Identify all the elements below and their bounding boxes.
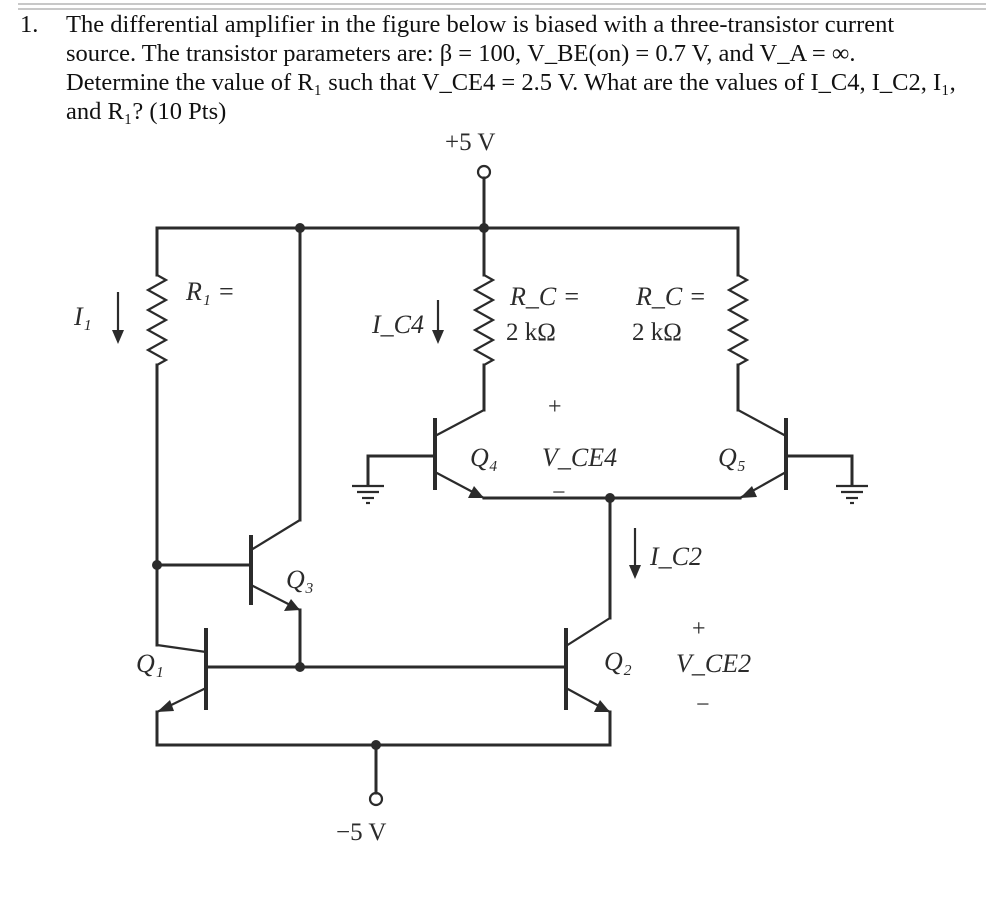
question-line-3-text: Determine the value of R₁ such that V_CE…	[66, 69, 956, 96]
ic2-arrow-icon	[629, 528, 641, 579]
q3-label: Q₃	[286, 565, 314, 594]
vce2-minus: −	[696, 692, 710, 718]
rc-right-value: 2 kΩ	[632, 319, 682, 346]
negative-supply-label: −5 V	[336, 819, 386, 846]
negative-supply	[368, 743, 384, 807]
r1-resistor	[145, 274, 169, 366]
question-text: The differential amplifier in the figure…	[66, 10, 966, 126]
rc-right-resistor	[726, 274, 750, 366]
q2-collector	[565, 617, 611, 647]
q1-label: Q₁	[136, 649, 164, 678]
q5-transistor	[737, 409, 788, 499]
q1-emitter-arrow-icon	[157, 700, 174, 712]
vce4-label: V_CE4	[542, 443, 617, 472]
junction-dot	[295, 662, 305, 672]
positive-supply-label: +5 V	[445, 129, 495, 156]
i1-label: I₁	[73, 302, 92, 331]
header-rule	[18, 8, 986, 10]
question-line-4-text: and R₁? (10 Pts)	[66, 98, 227, 125]
q4-ground-icon	[352, 454, 437, 505]
q1-collector	[156, 643, 207, 654]
ic2-label: I_C2	[649, 542, 702, 571]
rc-left-name: R_C =	[509, 282, 580, 311]
q5-collector	[737, 409, 787, 437]
negative-supply-terminal	[368, 791, 384, 807]
question-line-1: The differential amplifier in the figure…	[66, 10, 966, 39]
q5-ground-icon	[784, 454, 868, 505]
rc-left-resistor	[472, 274, 496, 366]
vce4-plus: +	[548, 394, 562, 420]
ic4-label: I_C4	[371, 310, 424, 339]
q2-label: Q₂	[604, 647, 632, 676]
question-line-4: and R₁? (10 Pts)	[66, 97, 966, 126]
positive-supply	[476, 164, 492, 233]
question-line-2-text: source. The transistor parameters are: β…	[66, 40, 856, 67]
q3-emitter-arrow-icon	[284, 599, 300, 611]
q3-collector	[250, 519, 301, 551]
question-line-3: Determine the value of R₁ such that V_CE…	[66, 68, 966, 97]
vce4-minus: −	[552, 480, 566, 506]
i1-arrow-icon	[112, 292, 124, 344]
question-line-2: source. The transistor parameters are: β…	[66, 39, 966, 68]
vce2-label: V_CE2	[676, 649, 751, 678]
q1-transistor	[155, 628, 208, 747]
q2-emitter-arrow-icon	[594, 700, 610, 712]
q3-transistor	[155, 226, 302, 669]
q4-label: Q₄	[470, 443, 498, 472]
header-rule	[18, 3, 986, 5]
r1-label: R₁ =	[185, 277, 235, 306]
q5-emitter-arrow-icon	[740, 486, 757, 498]
q4-collector	[434, 409, 485, 437]
positive-supply-terminal	[476, 164, 492, 180]
rc-left-value: 2 kΩ	[506, 319, 556, 346]
q4-emitter-arrow-icon	[468, 486, 484, 498]
question-number: 1.	[20, 11, 39, 38]
ic4-arrow-icon	[432, 300, 444, 344]
question-line-1-text: The differential amplifier in the figure…	[66, 11, 895, 38]
junction-dot	[605, 493, 615, 503]
q2-transistor	[564, 498, 612, 747]
vce2-plus: +	[692, 616, 706, 642]
q5-label: Q₅	[718, 443, 746, 472]
rc-right-name: R_C =	[635, 282, 706, 311]
